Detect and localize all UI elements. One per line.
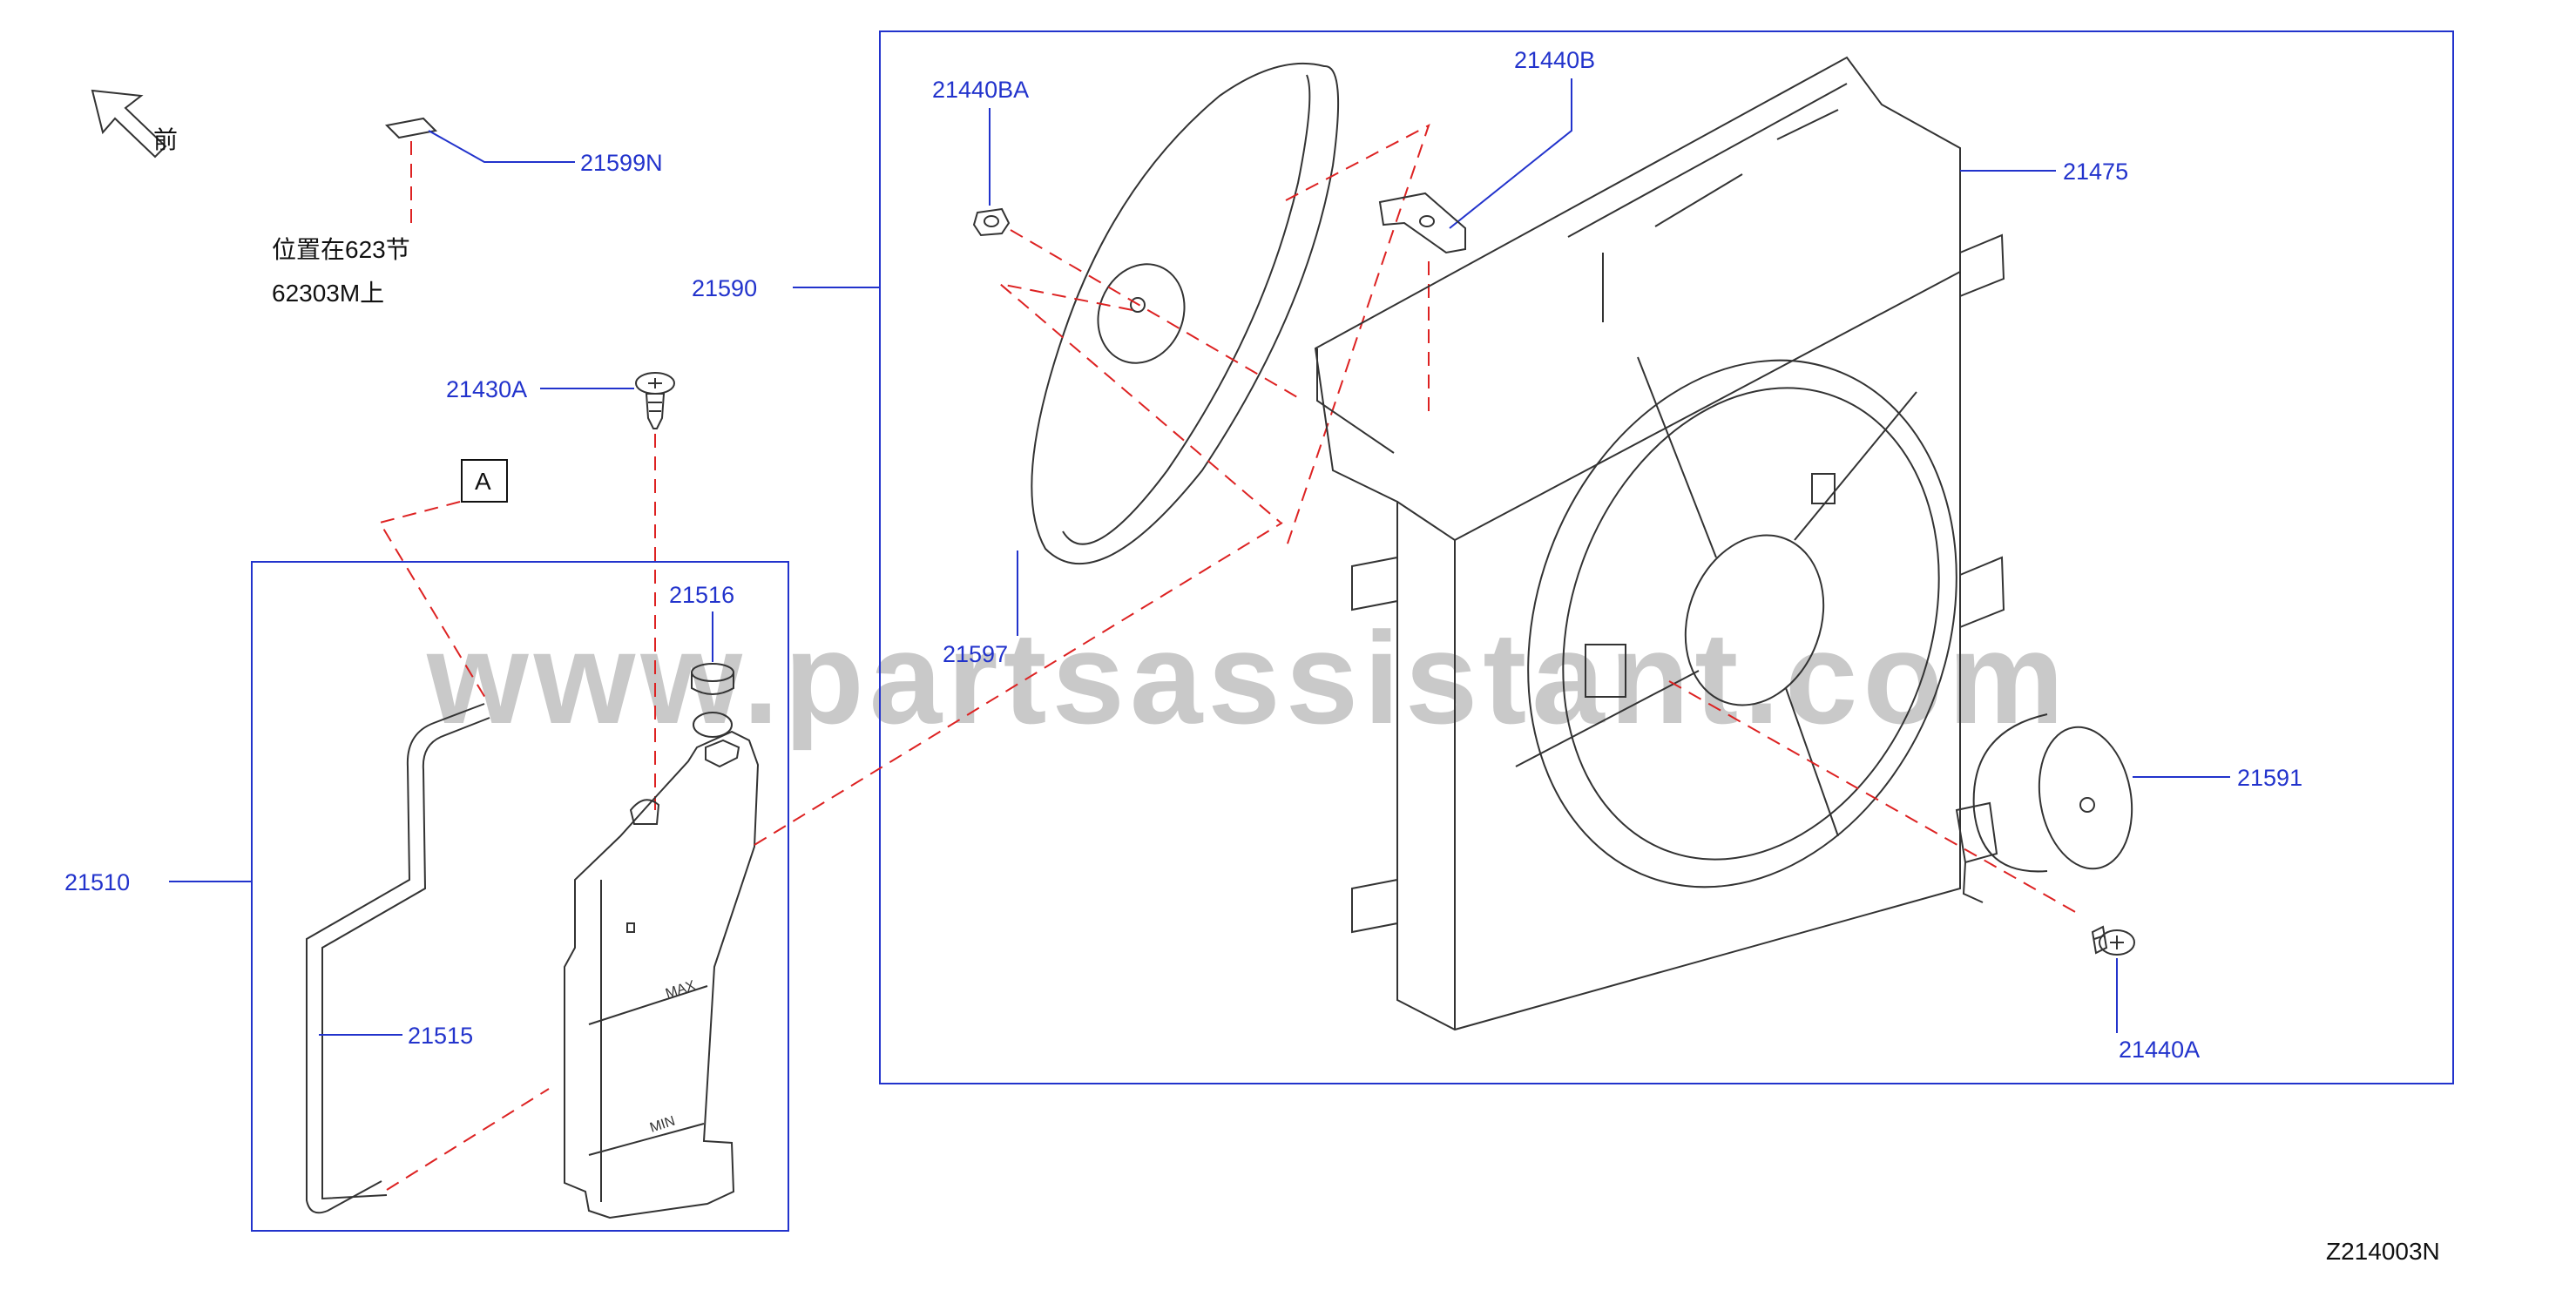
reservoir-cap-part[interactable] [691, 663, 734, 695]
fan-motor-part[interactable] [1955, 713, 2142, 903]
bolt-21440A-part[interactable] [2091, 925, 2135, 956]
nut-21440BA-part[interactable] [972, 207, 1011, 237]
fan-shroud-part[interactable] [1314, 56, 2028, 1031]
part-number-21590[interactable]: 21590 [692, 275, 757, 301]
fan-blade-part[interactable] [1031, 62, 1340, 564]
dash-line-motor [1668, 680, 2078, 914]
ref-tag-label: A [475, 468, 491, 495]
dash-line-fan-blade-top [1285, 123, 1430, 550]
reservoir-tank-part[interactable]: MAX MIN [564, 712, 760, 1219]
label-plate-part[interactable] [384, 117, 438, 139]
part-number-21599N[interactable]: 21599N [580, 150, 663, 176]
front-arrow-icon [91, 89, 167, 159]
clip-21440B-part[interactable] [1378, 192, 1466, 254]
dash-line-hose [386, 1088, 550, 1191]
reservoir-hose-part[interactable] [306, 703, 490, 1214]
part-number-21430A[interactable]: 21430A [446, 376, 527, 402]
location-note-line1: 位置在623节 [272, 236, 410, 263]
part-number-21440B[interactable]: 21440B [1514, 47, 1595, 73]
location-note-line2: 62303M上 [272, 280, 384, 307]
part-number-21516[interactable]: 21516 [669, 582, 734, 608]
watermark-text: www.partsassistant.com [426, 605, 2069, 751]
front-marker-label: 前 [153, 126, 178, 153]
part-number-21440BA[interactable]: 21440BA [932, 77, 1029, 103]
fan-assembly-box [879, 30, 2454, 1084]
leader-21599N [428, 130, 575, 163]
dash-line-reservoir-to-shroud [754, 522, 1283, 846]
dash-line-nut [1010, 229, 1304, 402]
part-number-21440A[interactable]: 21440A [2119, 1037, 2200, 1063]
part-number-21510[interactable]: 21510 [64, 869, 130, 895]
diagram-code: Z214003N [2326, 1238, 2440, 1265]
dash-line-ref-tag [378, 501, 489, 703]
reservoir-assembly-box [251, 561, 789, 1232]
dash-line-fan-blade [997, 282, 1281, 524]
part-number-21475[interactable]: 21475 [2063, 159, 2128, 185]
part-number-21515[interactable]: 21515 [408, 1023, 473, 1049]
bolt-21430A-part[interactable] [635, 372, 675, 429]
part-number-21591[interactable]: 21591 [2237, 765, 2302, 791]
max-mark: MAX [664, 978, 698, 1002]
leader-21440B [1449, 78, 1572, 229]
ref-tag-box [461, 459, 508, 503]
part-number-21597[interactable]: 21597 [943, 641, 1008, 667]
